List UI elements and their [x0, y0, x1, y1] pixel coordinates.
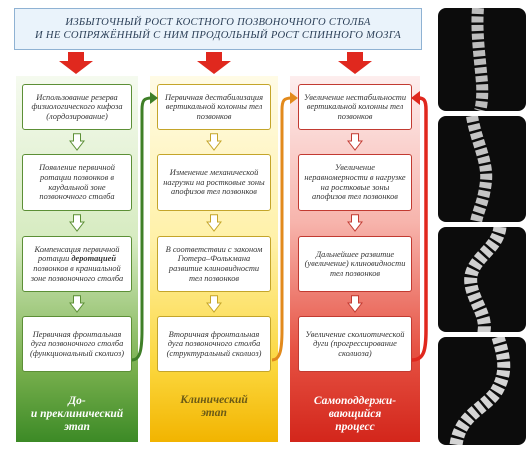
flow-box: Дальнейшее развитие (увеличение) клинови… [298, 236, 412, 292]
spine-xray-image [438, 337, 526, 445]
flow-box: Компенсация первичной ротации деротацией… [22, 236, 132, 292]
down-arrow-icon [206, 295, 222, 313]
title-line-1: ИЗБЫТОЧНЫЙ РОСТ КОСТНОГО ПОЗВОНОЧНОГО СТ… [65, 17, 371, 28]
down-arrow-icon [347, 214, 363, 232]
flow-box: Увеличение неравномерности в нагрузке на… [298, 154, 412, 211]
title-line-2: И НЕ СОПРЯЖЁННЫЙ С НИМ ПРОДОЛЬНЫЙ РОСТ С… [34, 30, 402, 41]
down-arrow-icon [347, 295, 363, 313]
red-down-arrow-icon [338, 52, 372, 74]
down-arrow-icon [69, 133, 85, 151]
spine-xray-image [438, 116, 526, 222]
spine-xray-image [438, 8, 526, 111]
title-banner: ИЗБЫТОЧНЫЙ РОСТ КОСТНОГО ПОЗВОНОЧНОГО СТ… [14, 8, 422, 50]
feedback-loop-arrow [411, 91, 428, 362]
down-arrow-icon [206, 133, 222, 151]
red-down-arrow-icon [59, 52, 93, 74]
column-preclinical: Использование резерва физиологического к… [16, 76, 138, 442]
flow-box: Изменение механической нагрузки на ростк… [157, 154, 271, 211]
flow-box: Увеличение нестабильности вертикальной к… [298, 84, 412, 130]
spine-xray-image [438, 227, 526, 332]
red-down-arrow-icon [197, 52, 231, 74]
stage-label: Клинический этап [180, 394, 248, 419]
flow-box: В соответствии с законом Гютера–Фолькман… [157, 236, 271, 292]
flow-box: Первичная дестабилизация вертикальной ко… [157, 84, 271, 130]
column-clinical: Первичная дестабилизация вертикальной ко… [150, 76, 278, 442]
down-arrow-icon [206, 214, 222, 232]
flow-box: Первичная фронтальная дуга позвоночного … [22, 316, 132, 372]
stage-label: Самоподдержи- вающийся процесс [313, 395, 397, 433]
down-arrow-icon [69, 295, 85, 313]
flow-box: Использование резерва физиологического к… [22, 84, 132, 130]
transition-arrow-green-to-yellow [131, 92, 158, 362]
down-arrow-icon [347, 133, 363, 151]
column-self-sustaining: Увеличение нестабильности вертикальной к… [290, 76, 420, 442]
stage-label: До- и преклинический этап [30, 395, 124, 433]
flow-box: Увеличение сколиотической дуги (прогресс… [298, 316, 412, 372]
flow-box: Вторичная фронтальная дуга позвоночного … [157, 316, 271, 372]
down-arrow-icon [69, 214, 85, 232]
transition-arrow-yellow-to-red [271, 92, 298, 362]
flow-box: Появление первичной ротации позвонков в … [22, 154, 132, 211]
